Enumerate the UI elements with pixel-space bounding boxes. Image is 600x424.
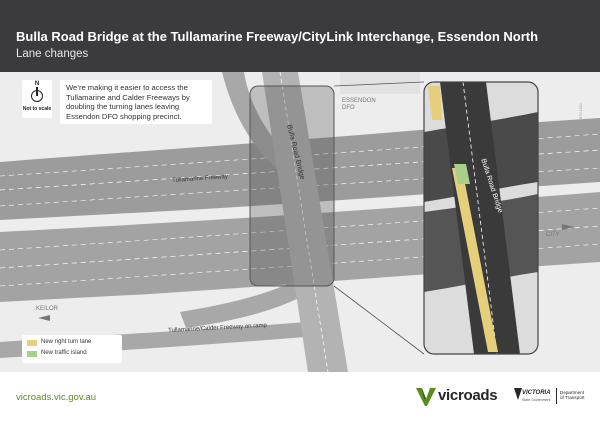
north-arrow-needle — [36, 87, 38, 96]
freeway-lower-lane-markings-2 — [0, 207, 600, 251]
map-area: N Not to scale We’re making it easier to… — [0, 72, 600, 372]
legend: New right turn lane New traffic island — [22, 335, 122, 363]
new-right-turn-lane-north — [428, 86, 442, 120]
inset-zoom — [424, 82, 538, 354]
inset-connector-bottom — [333, 285, 425, 355]
vicroads-logo: vicroads — [414, 384, 504, 408]
info-box: We’re making it easier to access the Tul… — [60, 80, 212, 125]
city-arrow-icon — [562, 224, 574, 230]
legend-swatch-turn-lane — [27, 340, 37, 346]
scale-note: Not to scale — [22, 106, 52, 112]
reference-code: P1876.1/20 — [578, 103, 583, 124]
freeway-lower-lane-markings-3 — [0, 243, 600, 287]
victoria-triangle-icon — [514, 388, 522, 400]
victoria-subtext: State Government — [522, 398, 551, 402]
page-title: Bulla Road Bridge at the Tullamarine Fre… — [16, 29, 539, 44]
inset-frame — [423, 81, 539, 355]
header: Bulla Road Bridge at the Tullamarine Fre… — [0, 0, 600, 72]
freeway-upper-lane-markings — [0, 149, 600, 191]
vicroads-v-icon — [416, 388, 436, 406]
keilor-arrow-icon — [38, 315, 50, 321]
freeway-lower-lane-markings — [0, 225, 600, 269]
label-essendon-dfo: ESSENDON DFO — [342, 98, 376, 111]
legend-label-traffic-island: New traffic island — [41, 350, 87, 356]
bulla-road-bridge-road — [262, 72, 348, 372]
legend-label-turn-lane: New right turn lane — [41, 339, 92, 345]
dfo-building — [340, 72, 420, 94]
victoria-wordmark: VICTORIA — [522, 390, 551, 396]
footer: vicroads.vic.gov.au vicroads VICTORIA St… — [0, 372, 600, 424]
north-label: N — [34, 81, 40, 87]
inset-connector-top — [333, 81, 425, 87]
compass: N Not to scale — [22, 80, 52, 118]
map-drawing — [0, 72, 600, 372]
new-right-turn-lane — [452, 168, 498, 352]
logo-divider — [556, 388, 557, 404]
highlight-box — [249, 85, 335, 287]
page-subtitle: Lane changes — [16, 48, 89, 60]
label-keilor: KEILOR — [36, 306, 59, 312]
department-name: Department of Transport — [560, 390, 585, 401]
freeway-upper-lane-markings-2 — [0, 133, 600, 177]
website-link[interactable]: vicroads.vic.gov.au — [16, 392, 97, 403]
freeway-upper-lane-markings-3 — [0, 167, 600, 207]
label-city: CITY — [546, 232, 560, 238]
vicroads-wordmark: vicroads — [438, 387, 498, 404]
bridge-lane-marking — [279, 72, 329, 372]
new-traffic-island — [454, 164, 470, 184]
victoria-logo: VICTORIA State Government Department of … — [514, 382, 592, 412]
legend-swatch-traffic-island — [27, 351, 37, 357]
